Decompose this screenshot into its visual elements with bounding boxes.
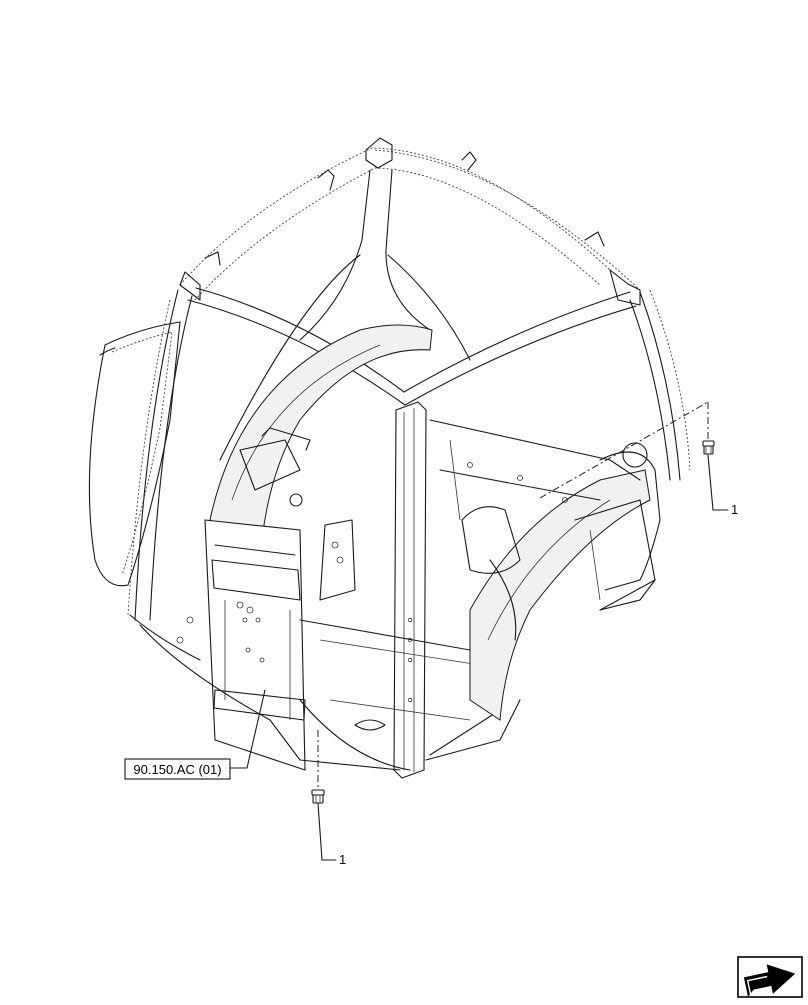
rear-box bbox=[319, 499, 656, 611]
wheel-arch-right bbox=[429, 419, 661, 721]
fastener-bottom bbox=[311, 789, 325, 804]
leader-lines bbox=[229, 454, 729, 861]
next-page-arrow-icon[interactable] bbox=[737, 956, 803, 999]
reference-label[interactable]: 90.150.AC (01) bbox=[124, 758, 231, 780]
roof-frame bbox=[179, 137, 641, 306]
callout-bottom: 1 bbox=[339, 852, 346, 867]
front-bulkhead bbox=[204, 519, 411, 771]
fastener-right bbox=[702, 440, 715, 455]
cab-floor bbox=[129, 614, 521, 771]
center-post bbox=[393, 401, 427, 779]
wheel-arch-left bbox=[209, 324, 433, 541]
callout-right: 1 bbox=[731, 502, 738, 517]
reference-label-text: 90.150.AC (01) bbox=[133, 762, 221, 777]
cab-door bbox=[88, 321, 181, 587]
cab-beams bbox=[127, 169, 691, 621]
centerlines bbox=[317, 401, 709, 790]
